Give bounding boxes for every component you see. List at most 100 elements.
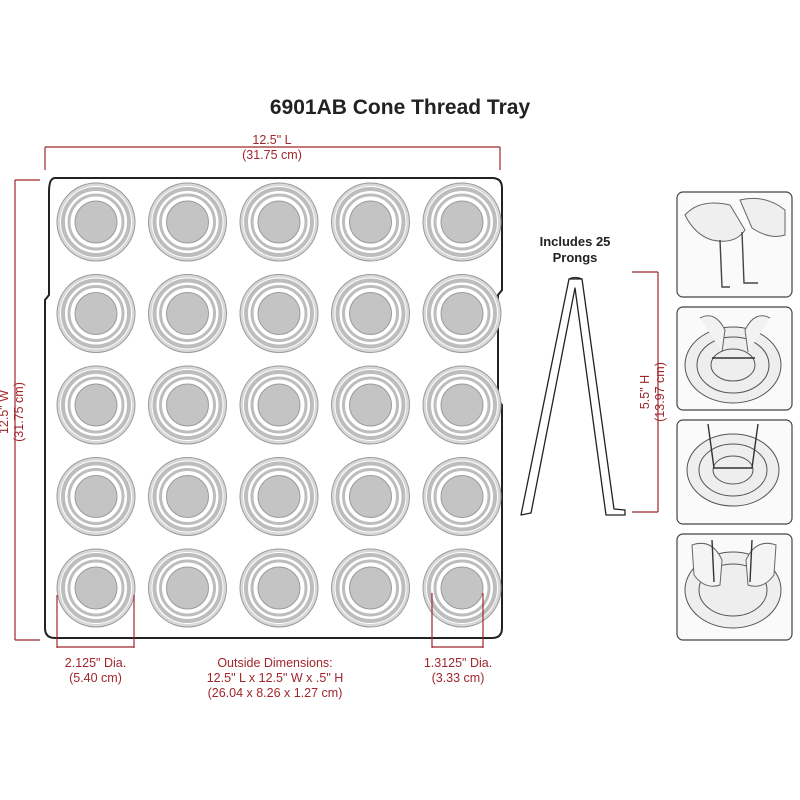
cup-ring <box>74 475 118 518</box>
cup-ring <box>257 292 301 335</box>
outside-dimensions-cm: (26.04 x 8.26 x 1.27 cm) <box>207 686 343 700</box>
thread-cup <box>331 274 410 353</box>
thread-cup <box>148 365 227 445</box>
hand-holding-prong-icon <box>684 197 786 288</box>
cup-ring <box>433 376 491 434</box>
cup-ring <box>159 193 216 251</box>
outside-dimensions-title: Outside Dimensions: <box>217 656 333 670</box>
outer-diameter-marker <box>56 595 135 648</box>
cup-ring <box>250 559 308 617</box>
cup-ring <box>257 566 301 610</box>
cup-ring <box>61 553 131 623</box>
cup-ring <box>74 566 118 610</box>
thread-cup <box>422 457 502 536</box>
cup-ring <box>166 475 209 518</box>
cup-ring <box>166 383 209 427</box>
cup-ring <box>67 468 125 525</box>
cup-ring <box>342 559 399 617</box>
width-label: 12.5" W (31.75 cm) <box>0 362 27 462</box>
length-inches: 12.5" L <box>252 133 292 147</box>
cup-ring <box>349 292 392 335</box>
cup-ring <box>257 383 301 427</box>
cup-ring <box>61 461 131 532</box>
inner-diameter-inches: 1.3125" Dia. <box>423 656 493 670</box>
cup-ring <box>244 461 314 532</box>
thread-cup <box>422 548 502 628</box>
photo-panel-2 <box>676 306 793 411</box>
cup-ring <box>335 461 406 532</box>
thread-cup <box>331 182 410 262</box>
height-label: 5.5" H (13.97 cm) <box>638 342 668 442</box>
length-dimension-line <box>44 146 501 170</box>
cup-ring <box>257 200 301 244</box>
photo-panel-3 <box>676 419 793 525</box>
cup-ring <box>427 553 497 623</box>
cup-ring <box>244 278 314 349</box>
prongs-label: Includes 25 Prongs <box>520 234 630 266</box>
cup-ring <box>159 468 216 525</box>
cup-ring <box>349 383 392 427</box>
height-cm: (13.97 cm) <box>653 362 667 422</box>
cup-ring <box>440 292 484 335</box>
cup-ring <box>440 475 484 518</box>
thread-cup <box>239 274 319 353</box>
cup-ring <box>342 193 399 251</box>
cup-ring <box>152 278 223 349</box>
cup-ring <box>159 285 216 342</box>
hand-pressing-prong-icon <box>684 539 782 629</box>
cup-ring <box>159 559 216 617</box>
cup-ring <box>433 559 491 617</box>
cup-ring <box>159 376 216 434</box>
cup-ring <box>152 553 223 623</box>
prong-inserted-top-icon <box>684 315 782 404</box>
thread-cup <box>148 274 227 353</box>
outside-dimensions-inches: 12.5" L x 12.5" W x .5" H <box>206 671 344 685</box>
cup-ring <box>440 383 484 427</box>
cup-ring <box>166 566 209 610</box>
thread-cup <box>148 457 227 536</box>
width-cm: (31.75 cm) <box>12 382 26 442</box>
height-inches: 5.5" H <box>638 374 652 410</box>
thread-cup <box>331 457 410 536</box>
cup-ring <box>67 559 125 617</box>
cup-ring <box>67 285 125 342</box>
cup-ring <box>440 566 484 610</box>
cup-ring <box>244 553 314 623</box>
thread-cup <box>56 182 136 262</box>
cup-ring <box>250 376 308 434</box>
cup-ring <box>152 187 223 257</box>
cup-ring <box>335 370 406 440</box>
thread-cup <box>331 365 410 445</box>
cup-ring <box>349 566 392 610</box>
cup-ring <box>335 278 406 349</box>
thread-cup <box>148 182 227 262</box>
cup-ring <box>349 200 392 244</box>
cup-ring <box>250 193 308 251</box>
length-label: 12.5" L (31.75 cm) <box>222 133 322 163</box>
cup-ring <box>433 193 491 251</box>
cup-ring <box>74 200 118 244</box>
photo-panel-4 <box>676 533 793 641</box>
outer-diameter-cm: (5.40 cm) <box>69 671 122 685</box>
thread-cup <box>422 274 502 353</box>
outer-diameter-inches: 2.125" Dia. <box>64 656 127 670</box>
cup-ring <box>342 376 399 434</box>
cup-ring <box>440 200 484 244</box>
cup-ring <box>166 292 209 335</box>
thread-cup <box>239 548 319 628</box>
thread-cup <box>239 182 319 262</box>
cup-ring <box>335 553 406 623</box>
prongs-label-line2: Prongs <box>552 250 598 265</box>
width-dimension-line <box>14 179 40 641</box>
inner-diameter-marker <box>431 593 484 648</box>
cup-ring <box>152 461 223 532</box>
outer-diameter-label: 2.125" Dia. (5.40 cm) <box>48 656 143 686</box>
cup-ring <box>250 468 308 525</box>
thread-cup <box>239 365 319 445</box>
cup-ring <box>67 376 125 434</box>
prongs-label-line1: Includes 25 <box>539 234 611 249</box>
thread-cup <box>331 548 410 628</box>
cup-ring <box>349 475 392 518</box>
thread-cup <box>422 182 502 262</box>
